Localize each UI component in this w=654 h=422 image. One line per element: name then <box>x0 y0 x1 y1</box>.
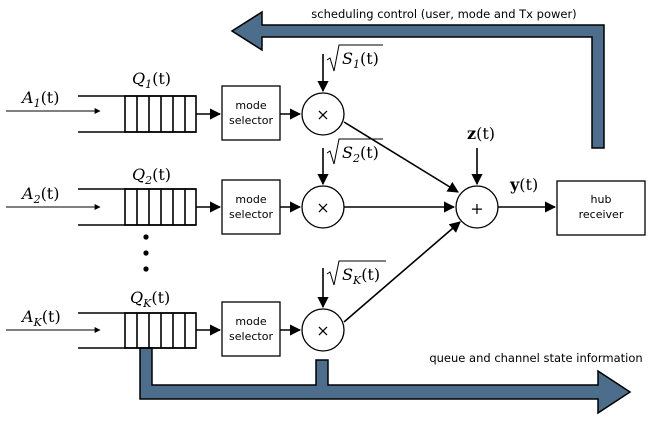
multiplier-k-symbol: × <box>316 321 329 340</box>
mode-selector-2 <box>221 179 281 235</box>
mode-selector-2-label-2: selector <box>229 208 273 221</box>
vertical-ellipsis <box>143 234 149 272</box>
user-row-k: AK(t) QK(t) mode selector × SK(t) <box>6 221 461 357</box>
hub-receiver-label: hub <box>591 193 612 206</box>
sqrt-sign-1 <box>326 44 383 72</box>
arrival-label-1: A1(t) <box>20 88 59 110</box>
multiplier-2-symbol: × <box>316 198 329 217</box>
summation-symbol: + <box>470 199 483 218</box>
mode-selector-1-label: mode <box>235 99 266 112</box>
queue-k-cells <box>124 312 197 349</box>
mode-selector-2-label: mode <box>235 193 266 206</box>
mode-selector-1-label-2: selector <box>229 114 273 127</box>
queue-1-cells <box>124 95 197 133</box>
multiplier-k <box>301 308 345 352</box>
multiplier-1 <box>301 92 345 136</box>
queue-channel-state-label: queue and channel state information <box>429 351 642 365</box>
mult-to-sum-arrow-1 <box>343 121 459 193</box>
queue-2-cells <box>124 188 197 226</box>
scheduling-control-label: scheduling control (user, mode and Tx po… <box>311 7 576 21</box>
multiplier-1-symbol: × <box>316 105 329 124</box>
user-row-1: A1(t) Q1(t) mode selector × S1(t) <box>6 44 459 193</box>
queue-label-1: Q1(t) <box>132 69 171 91</box>
scheduling-control-arrow <box>230 10 605 149</box>
arrival-label-k: AK(t) <box>20 307 61 329</box>
power-label-1: S1(t) <box>342 49 379 71</box>
hub-receiver-label-2: receiver <box>579 208 624 221</box>
queue-channel-state-arrow <box>139 347 632 415</box>
sqrt-sign-k <box>326 260 386 286</box>
noise-label: z(t) <box>467 124 495 143</box>
arrival-label-2: A2(t) <box>20 184 59 206</box>
power-label-2: S2(t) <box>342 143 379 165</box>
mode-selector-1 <box>221 85 281 141</box>
mode-selector-k-label-2: selector <box>229 330 273 343</box>
queue-label-k: QK(t) <box>130 288 170 310</box>
power-label-k: SK(t) <box>342 265 380 287</box>
mult-to-sum-arrow-k <box>343 221 461 323</box>
sqrt-sign-2 <box>326 138 383 165</box>
output-label: y(t) <box>509 175 538 194</box>
hub-receiver <box>556 180 646 236</box>
queue-label-2: Q2(t) <box>132 165 171 187</box>
mode-selector-k <box>221 301 281 357</box>
mode-selector-k-label: mode <box>235 315 266 328</box>
user-row-2: A2(t) Q2(t) mode selector × S2(t) <box>6 138 456 235</box>
